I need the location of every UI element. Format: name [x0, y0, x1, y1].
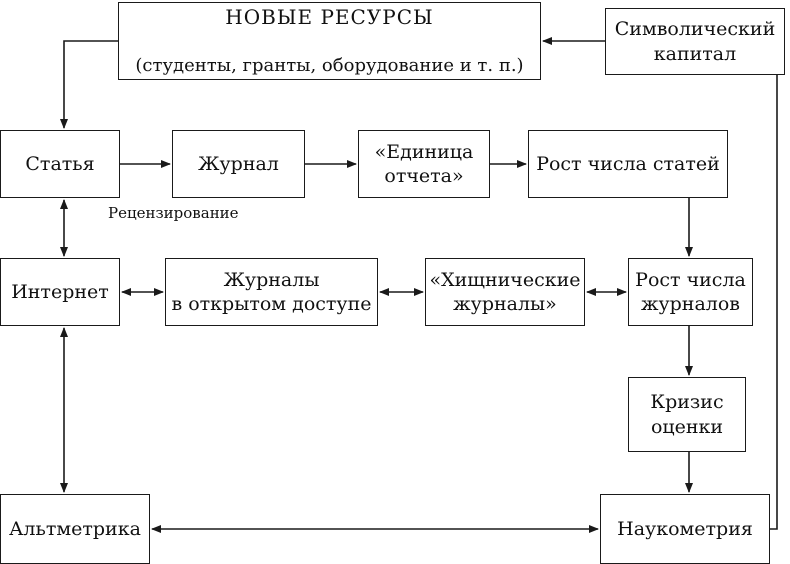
node-predatory-journals-label: «Хищнические журналы» — [429, 268, 581, 315]
node-journal-growth-label: Рост числа журналов — [635, 268, 746, 315]
node-article-growth-label: Рост числа статей — [536, 152, 720, 175]
node-article-label: Статья — [25, 152, 95, 175]
node-internet-label: Интернет — [11, 280, 109, 303]
node-symbolic-capital-label: Символический капитал — [614, 18, 776, 65]
node-journal-growth: Рост числа журналов — [628, 258, 753, 326]
node-journal: Журнал — [172, 130, 305, 198]
node-evaluation-crisis: Кризис оценки — [628, 377, 746, 452]
node-new-resources-subtitle: (студенты, гранты, оборудование и т. п.) — [135, 55, 524, 77]
node-article: Статья — [0, 130, 120, 198]
node-scientometrics-label: Наукометрия — [617, 517, 753, 540]
node-new-resources-title: НОВЫЕ РЕСУРСЫ — [225, 4, 434, 29]
node-reporting-unit: «Единица отчета» — [358, 130, 490, 198]
edge-label-peer-review: Рецензирование — [108, 204, 239, 222]
node-symbolic-capital: Символический капитал — [605, 8, 785, 75]
node-open-access-label: Журналы в открытом доступе — [171, 268, 372, 315]
node-reporting-unit-label: «Единица отчета» — [374, 140, 474, 187]
arrow-resources-to-article — [60, 40, 118, 129]
node-predatory-journals: «Хищнические журналы» — [425, 258, 585, 326]
line-scientometrics-to-capital — [770, 75, 778, 530]
node-internet: Интернет — [0, 258, 120, 326]
node-evaluation-crisis-label: Кризис оценки — [650, 391, 724, 438]
node-article-growth: Рост числа статей — [528, 130, 728, 198]
node-journal-label: Журнал — [198, 152, 279, 175]
node-altmetrics-label: Альтметрика — [9, 517, 141, 540]
node-open-access: Журналы в открытом доступе — [165, 258, 378, 326]
node-new-resources: НОВЫЕ РЕСУРСЫ (студенты, гранты, оборудо… — [118, 2, 541, 80]
